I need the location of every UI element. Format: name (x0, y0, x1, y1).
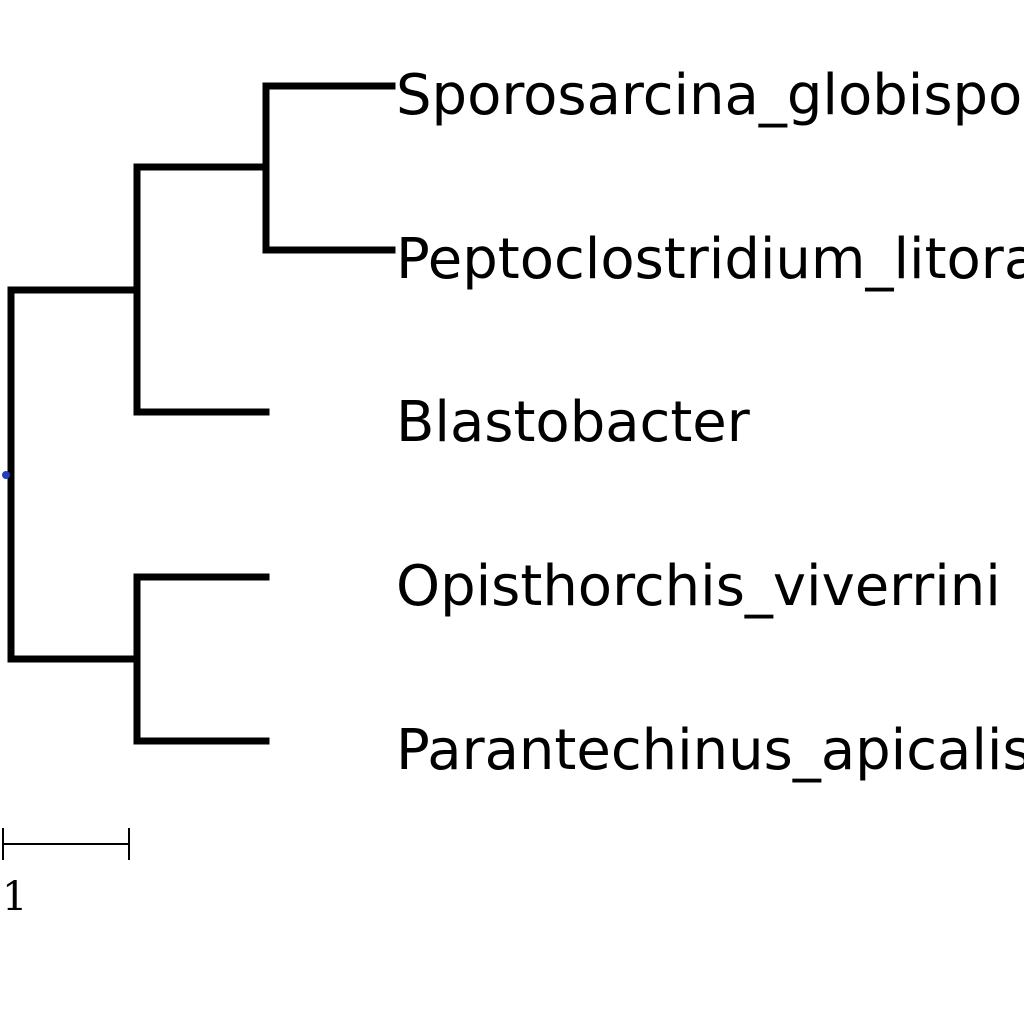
scale-bar-label: 1 (2, 874, 27, 920)
taxon-label-blastobacter: Blastobacter (396, 390, 751, 455)
taxon-label-opisthorchis: Opisthorchis_viverrini (396, 554, 1001, 619)
taxon-label-peptoclostridium: Peptoclostridium_litorale (396, 227, 1024, 292)
taxon-label-sporosarcina: Sporosarcina_globispora (396, 63, 1024, 128)
scale-bar: 1 (2, 828, 130, 920)
root-node-marker (2, 471, 10, 479)
taxon-label-parantechinus: Parantechinus_apicalis (396, 718, 1024, 783)
